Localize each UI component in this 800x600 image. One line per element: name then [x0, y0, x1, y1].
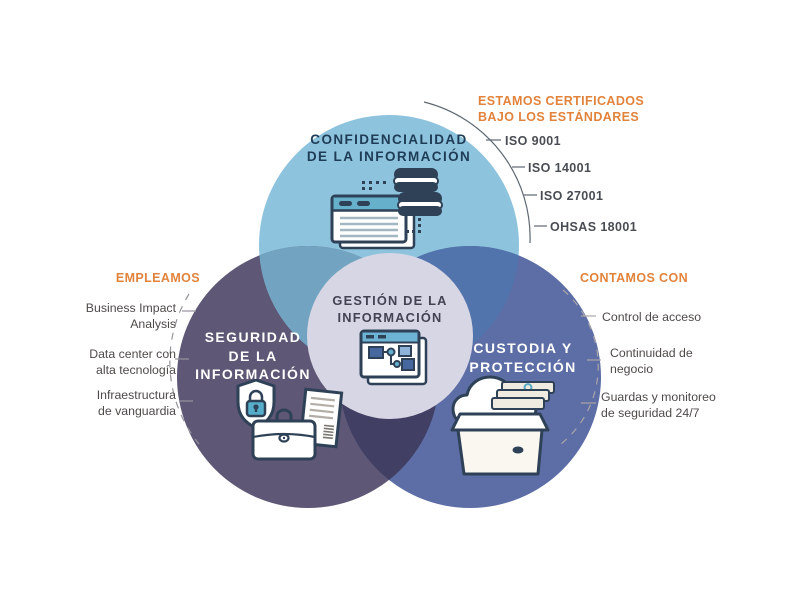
contamos-heading: CONTAMOS CON: [580, 271, 689, 285]
certification-item: ISO 9001: [505, 134, 562, 148]
flowchart-window-icon: [359, 329, 428, 386]
briefcase-document-icon: [251, 387, 344, 461]
empleamos-heading: EMPLEAMOS: [115, 271, 200, 285]
certification-item: OHSAS 18001: [550, 220, 638, 234]
contamos-item: Continuidad de negocio: [610, 346, 693, 376]
title-gestion: GESTIÓN DE LA INFORMACIÓN: [332, 293, 448, 325]
leader-arc-contamos: [560, 289, 601, 445]
empleamos-item: Data center con alta tecnología: [89, 347, 176, 377]
title-confidencialidad: CONFIDENCIALIDAD DE LA INFORMACIÓN: [306, 132, 472, 164]
empleamos-item: Business Impact Analysis: [85, 301, 176, 331]
certifications-heading: ESTAMOS CERTIFICADOS BAJO LOS ESTÁNDARES: [478, 94, 645, 124]
certification-item: ISO 27001: [540, 189, 604, 203]
leader-arc-empleamos: [169, 293, 200, 445]
database-browser-icon: [330, 168, 443, 250]
shield-briefcase-document-icon: [236, 378, 276, 430]
cloud-archive-box-icon: [450, 375, 555, 476]
contamos-item: Guardas y monitoreo de seguridad 24/7: [601, 390, 716, 420]
contamos-item: Control de acceso: [602, 310, 702, 324]
certification-item: ISO 14001: [528, 161, 592, 175]
title-custodia: CUSTODIA Y PROTECCIÓN: [469, 340, 577, 375]
leader-arc-certifications: [423, 101, 547, 244]
empleamos-item: Infraestructura de vanguardia: [96, 388, 176, 418]
title-seguridad: SEGURIDAD DE LA INFORMACIÓN: [195, 329, 311, 382]
